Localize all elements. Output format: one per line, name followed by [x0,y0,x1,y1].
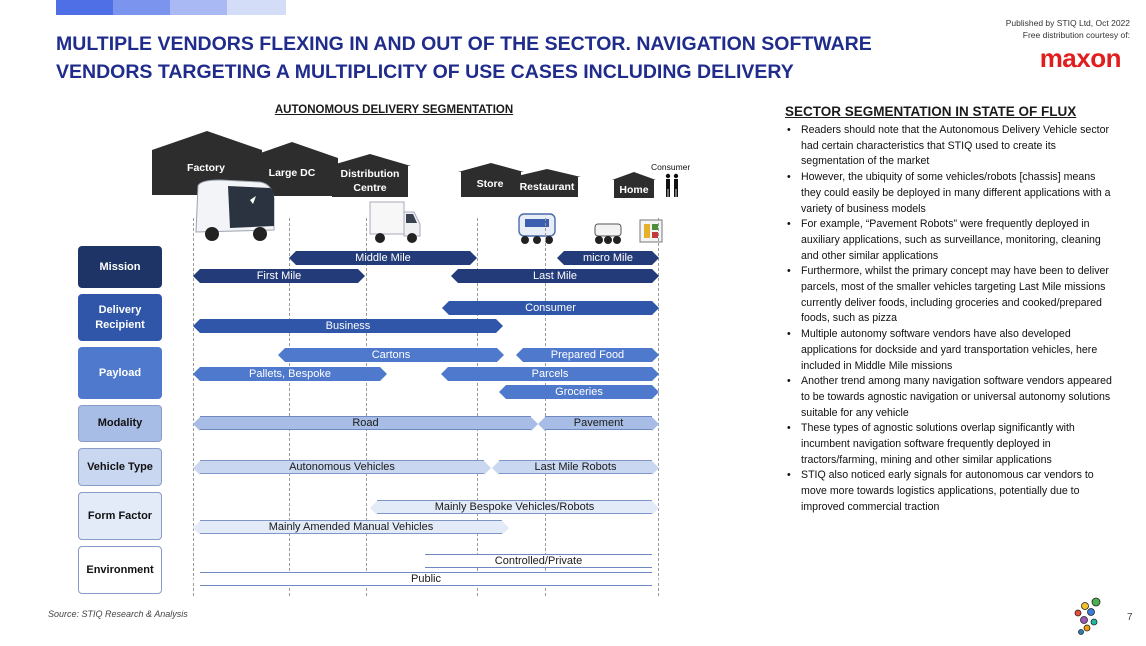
row-label-environment: Environment [78,546,162,594]
guide-line-store [477,218,478,596]
sidebar-bullet-list: Readers should note that the Autonomous … [785,123,1115,516]
guide-line-factory [193,218,194,596]
consumer-people-icon [665,173,679,197]
distribution-label-line2: Centre [353,182,387,194]
guide-line-distribution [366,218,367,596]
decor-bar-2 [113,0,170,15]
delivery-line2: Recipient [95,318,145,331]
page-title-line1: MULTIPLE VENDORS FLEXING IN AND OUT OF T… [56,33,872,55]
home-label: Home [619,184,649,196]
arrow-middle-mile: Middle Mile [289,251,477,265]
arrow-autonomous-vehicles: Autonomous Vehicles [193,460,491,475]
factory-label: Factory [187,162,225,174]
delivery-line1: Delivery [98,303,142,316]
decor-bar-3 [170,0,227,15]
arrow-pavement: Pavement [538,416,659,431]
sidebar-title: SECTOR SEGMENTATION IN STATE OF FLUX [785,104,1077,119]
bullet-item: However, the ubiquity of some vehicles/r… [785,170,1115,217]
row-label-payload: Payload [78,347,162,399]
arrow-groceries: Groceries [499,385,659,399]
guide-line-large-dc [289,218,290,596]
arrow-amended-vehicles: Mainly Amended Manual Vehicles [193,520,509,535]
distribution-label-line1: Distribution [340,168,400,180]
arrow-last-mile-robots: Last Mile Robots [492,460,659,475]
page-title: MULTIPLE VENDORS FLEXING IN AND OUT OF T… [56,30,936,86]
arrow-micro-mile: micro Mile [557,251,659,265]
bullet-item: These types of agnostic solutions overla… [785,421,1115,468]
decor-bar-1 [56,0,113,15]
arrow-public: Public [193,572,659,587]
guide-line-home [658,218,659,596]
arrow-last-mile: Last Mile [451,269,659,283]
page-title-line2: VENDORS TARGETING A MULTIPLICITY OF USE … [56,61,794,83]
arrow-pallets-bespoke: Pallets, Bespoke [193,367,387,381]
row-label-modality: Modality [78,405,162,442]
guide-line-restaurant [545,218,546,596]
bullet-item: Readers should note that the Autonomous … [785,123,1115,170]
maxon-logo: maxon [1039,43,1122,73]
source-note: Source: STIQ Research & Analysis [48,609,188,619]
consumer-label: Consumer [651,162,691,172]
published-by: Published by STIQ Ltd, Oct 2022 [1005,18,1130,28]
delivery-robot-icon [518,213,556,244]
arrow-business: Business [193,319,503,333]
row-label-form-factor: Form Factor [78,492,162,540]
decor-bar-4 [227,0,286,15]
bullet-item: STIQ also noticed early signals for auto… [785,468,1115,515]
diagram-title: AUTONOMOUS DELIVERY SEGMENTATION [274,104,514,116]
bullet-item: Furthermore, whilst the primary concept … [785,264,1115,327]
arrow-consumer: Consumer [442,301,659,315]
arrow-parcels: Parcels [441,367,659,381]
locker-icon [639,219,663,243]
arrow-controlled-private: Controlled/Private [418,554,659,569]
arrow-prepared-food: Prepared Food [516,348,659,362]
arrow-first-mile: First Mile [193,269,365,283]
bullet-item: For example, “Pavement Robots” were freq… [785,217,1115,264]
arrow-road: Road [193,416,538,431]
row-label-mission: Mission [78,246,162,288]
restaurant-label: Restaurant [519,181,575,193]
store-label: Store [476,178,504,190]
publisher-note: Published by STIQ Ltd, Oct 2022 Free dis… [950,17,1130,41]
distribution-note: Free distribution courtesy of: [1022,30,1130,40]
bullet-item: Multiple autonomy software vendors have … [785,327,1115,374]
bullet-item: Another trend among many navigation soft… [785,374,1115,421]
delivery-van-icon [369,201,421,243]
stiq-logo-icon [1074,597,1101,635]
pavement-robot-icon [594,223,622,244]
arrow-cartons: Cartons [278,348,504,362]
page-number: 7 [1127,612,1133,623]
large-dc-label: Large DC [268,167,316,179]
arrow-bespoke-vehicles: Mainly Bespoke Vehicles/Robots [370,500,659,515]
autonomous-pod-icon [195,179,275,241]
distribution-centre-label: Distribution Centre [332,167,408,195]
row-label-vehicle-type: Vehicle Type [78,448,162,486]
